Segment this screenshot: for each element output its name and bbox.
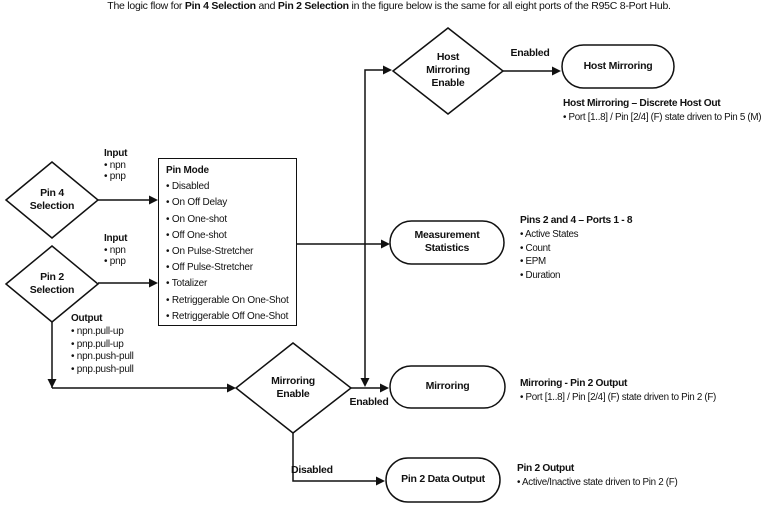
pin2-output-title: Output <box>71 313 103 324</box>
annotation-pins-2-and-4-title: Pins 2 and 4 – Ports 1 - 8 <box>520 215 633 226</box>
host-mirroring-enable-label: Host Mirroring Enable <box>426 51 470 89</box>
measurement-statistics-stadium <box>389 220 505 265</box>
pin2-data-output-label: Pin 2 Data Output <box>401 473 485 485</box>
edge-label-enabled-mirroring: Enabled <box>349 396 389 408</box>
figure-caption: The logic flow for Pin 4 Selection and P… <box>0 0 778 12</box>
arrowhead-into-host-mirroring-enable <box>383 65 392 75</box>
pin2-output-items: • npn.pull-up • pnp.pull-up • npn.push-p… <box>71 325 134 376</box>
caption-text: in the figure below is the same for all … <box>348 0 671 12</box>
caption-bold-pin4-selection: Pin 4 Selection <box>184 0 256 12</box>
annotation-mirroring-out-title: Mirroring - Pin 2 Output <box>520 378 628 389</box>
edge-label-disabled: Disabled <box>291 464 333 476</box>
pin4-input-items: • npn • pnp <box>104 159 126 183</box>
arrowhead-down-at-output-elbow <box>47 379 57 388</box>
mirroring-enable-label: Mirroring Enable <box>271 375 315 400</box>
arrowhead-into-measurement-statistics <box>381 239 390 249</box>
pin2-output-block: Output • npn.pull-up • pnp.pull-up • npn… <box>71 313 134 377</box>
annotation-host-mirroring-out: Host Mirroring – Discrete Host Out • Por… <box>563 97 761 125</box>
annotation-pin2-out-items: • Active/Inactive state driven to Pin 2 … <box>517 476 678 488</box>
pin2-data-output-stadium <box>385 457 501 503</box>
pin2-input-items: • npn • pnp <box>104 244 126 268</box>
pin2-input-block: Input • npn • pnp <box>104 233 127 268</box>
pin4-selection-label: Pin 4 Selection <box>29 187 75 212</box>
pin2-selection-diamond <box>4 245 100 323</box>
pin2-selection-label: Pin 2 Selection <box>29 271 75 296</box>
caption-bold-pin2-selection: Pin 2 Selection <box>277 0 349 12</box>
measurement-statistics-label: Measurement Statistics <box>414 229 480 254</box>
annotation-host-mirroring-out-title: Host Mirroring – Discrete Host Out <box>563 98 721 109</box>
host-mirroring-label: Host Mirroring <box>583 60 653 72</box>
annotation-pin2-out: Pin 2 Output • Active/Inactive state dri… <box>517 462 678 490</box>
arrowhead-into-pin2-data-output <box>376 476 385 486</box>
arrowhead-into-host-mirroring <box>552 66 561 76</box>
arrowhead-into-mirroring <box>380 383 389 393</box>
mirroring-enable-diamond <box>234 342 353 434</box>
connector-branch-up-to-host-mirroring-enable <box>364 69 385 244</box>
arrowhead-down-into-mirroring-junction <box>360 378 370 387</box>
arrowhead-into-pinmode-top <box>149 195 158 205</box>
pin-mode-title: Pin Mode <box>166 165 209 176</box>
caption-text: The logic flow for <box>107 0 185 12</box>
annotation-host-mirroring-out-items: • Port [1..8] / Pin [2/4] (F) state driv… <box>563 111 762 123</box>
annotation-pins-2-and-4-items: • Active States • Count • EPM • Duration <box>520 228 579 282</box>
host-mirroring-enable-diamond <box>391 27 505 115</box>
host-mirroring-stadium <box>561 44 675 89</box>
arrowhead-into-pinmode-bottom <box>149 278 158 288</box>
pin2-input-title: Input <box>104 233 128 244</box>
caption-text: and <box>255 0 278 12</box>
annotation-pins-2-and-4: Pins 2 and 4 – Ports 1 - 8 • Active Stat… <box>520 214 633 283</box>
pin4-input-title: Input <box>104 148 128 159</box>
connector-me-to-pin2-data-output <box>292 433 378 482</box>
mirroring-label: Mirroring <box>425 380 470 392</box>
mirroring-stadium <box>389 365 506 409</box>
pin4-selection-diamond <box>4 161 100 239</box>
annotation-pin2-out-title: Pin 2 Output <box>517 463 574 474</box>
pin-mode-box: Pin Mode • Disabled • On Off Delay • On … <box>158 158 297 326</box>
pin4-input-block: Input • npn • pnp <box>104 148 127 183</box>
arrowhead-into-mirroring-enable <box>227 383 236 393</box>
edge-label-enabled-host: Enabled <box>510 47 550 59</box>
pin-mode-list: • Disabled • On Off Delay • On One-shot … <box>166 181 289 322</box>
annotation-mirroring-out-items: • Port [1..8] / Pin [2/4] (F) state driv… <box>520 391 717 403</box>
annotation-mirroring-out: Mirroring - Pin 2 Output • Port [1..8] /… <box>520 377 716 405</box>
